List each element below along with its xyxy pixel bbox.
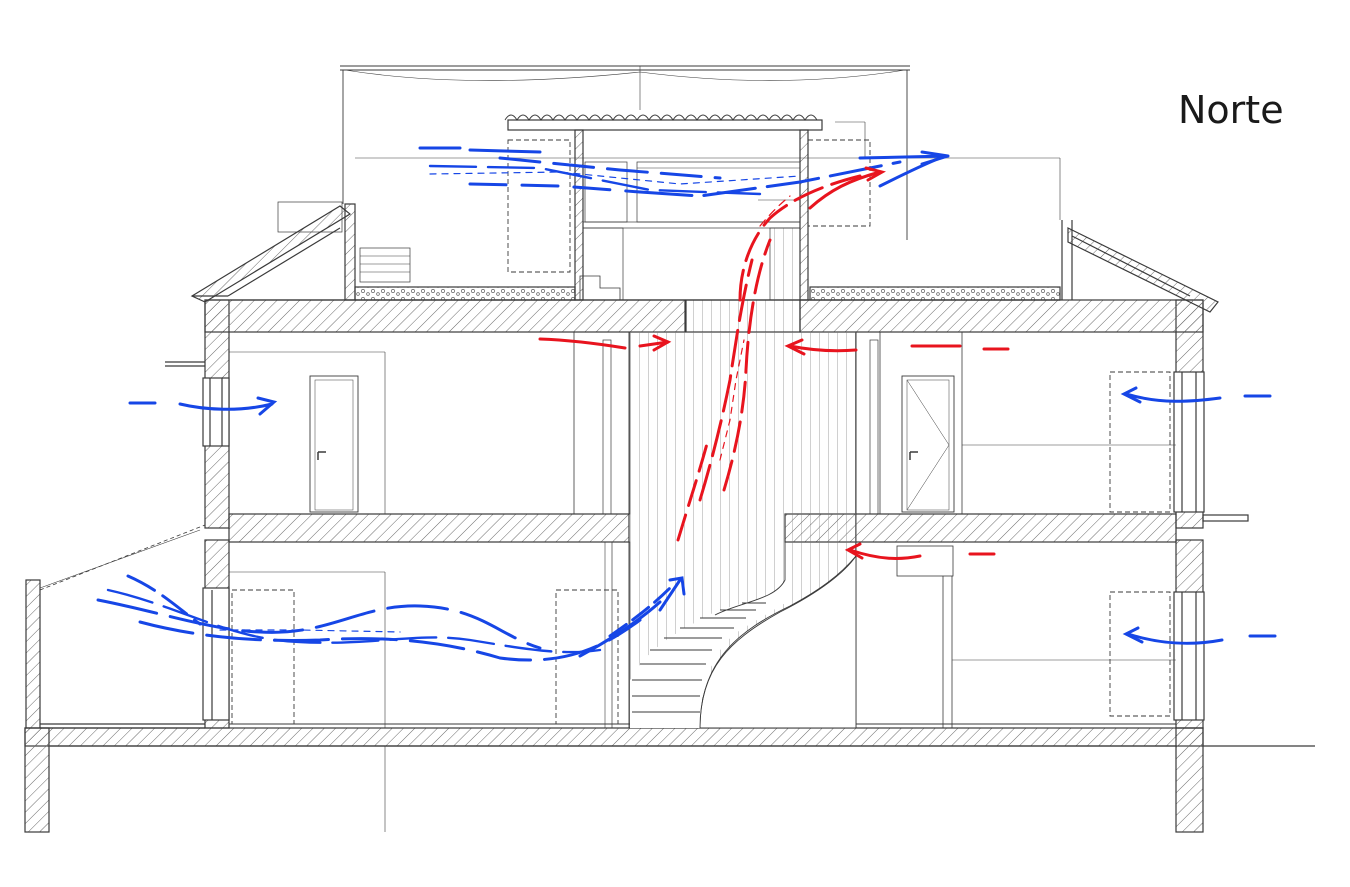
building-structure: [24, 65, 1315, 833]
roof-slab: [204, 299, 1204, 333]
stair-tower-roof: [504, 114, 823, 301]
right-pitched-roof: [1061, 220, 1219, 313]
left-terrace: [25, 524, 206, 729]
window-ground-right: [1109, 591, 1171, 717]
first-floor-slab: [228, 513, 1177, 543]
foundation-slab: [24, 727, 1315, 833]
spiral-staircase: [628, 332, 857, 729]
roof-level-openings: [507, 139, 871, 273]
door-upper-right: [901, 375, 955, 513]
warm-air-flows: [538, 166, 1010, 560]
cool-air-flows: [96, 146, 1277, 662]
orientation-label-north: Norte: [1178, 88, 1284, 132]
door-upper-left: [309, 375, 359, 513]
left-pitched-roof: [190, 201, 352, 303]
roof-terrace: [230, 203, 1061, 301]
right-exterior-wall: [1173, 299, 1249, 729]
roof-pergola: [340, 65, 1061, 240]
left-exterior-wall: [165, 299, 230, 729]
window-ground-left: [231, 589, 295, 725]
upper-floor: [229, 331, 1176, 515]
window-upper-right: [1109, 371, 1171, 513]
